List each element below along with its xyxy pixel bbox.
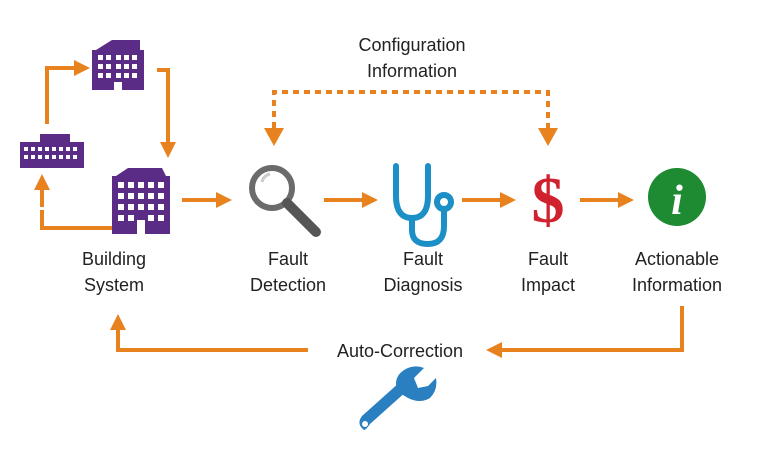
configuration-label-line2: Information	[366, 61, 458, 81]
building-cycle-arrows	[34, 60, 176, 230]
magnifier-icon	[249, 165, 321, 237]
configuration-label-line1: Configuration	[358, 35, 466, 55]
wrench-icon	[359, 366, 437, 430]
info-icon: i	[648, 168, 706, 226]
auto-correction-text: Auto-Correction	[336, 341, 464, 361]
fault-impact-label: Fault Impact	[506, 246, 590, 298]
dollar-sign-icon: $	[532, 164, 565, 237]
fault-detection-line2: Detection	[249, 275, 327, 295]
auto-correction-loop	[110, 306, 684, 358]
config-arrowhead-left	[264, 128, 284, 146]
auto-correction-right-path	[486, 306, 684, 358]
stethoscope-icon	[393, 163, 454, 248]
actionable-information-line2: Information	[631, 275, 723, 295]
cycle-arrow-down-right	[157, 68, 176, 158]
config-dashed-path	[272, 90, 550, 128]
auto-correction-label: Auto-Correction	[312, 338, 488, 364]
fault-diagnosis-line1: Fault	[402, 249, 444, 269]
cycle-arrow-to-top	[45, 60, 90, 124]
auto-correction-left-path	[110, 314, 308, 352]
cycle-arrow-bottom-left	[40, 210, 112, 230]
building-system-line1: Building	[81, 249, 147, 269]
fault-diagnosis-line2: Diagnosis	[383, 275, 463, 295]
building-icon	[92, 40, 144, 90]
building-system-label: Building System	[66, 246, 162, 298]
building-system-line2: System	[83, 275, 144, 295]
info-glyph: i	[671, 178, 683, 224]
config-arrowhead-right	[538, 128, 558, 146]
fault-impact-line1: Fault	[527, 249, 569, 269]
configuration-information-label: Configuration Information	[342, 32, 482, 84]
fault-detection-line1: Fault	[267, 249, 309, 269]
fault-detection-label: Fault Detection	[236, 246, 340, 298]
actionable-information-line1: Actionable	[634, 249, 720, 269]
building-icon	[20, 134, 84, 168]
fault-diagnosis-label: Fault Diagnosis	[370, 246, 476, 298]
building-icon	[112, 168, 170, 234]
fault-impact-line2: Impact	[520, 275, 576, 295]
actionable-information-label: Actionable Information	[614, 246, 740, 298]
configuration-loop	[272, 90, 550, 128]
